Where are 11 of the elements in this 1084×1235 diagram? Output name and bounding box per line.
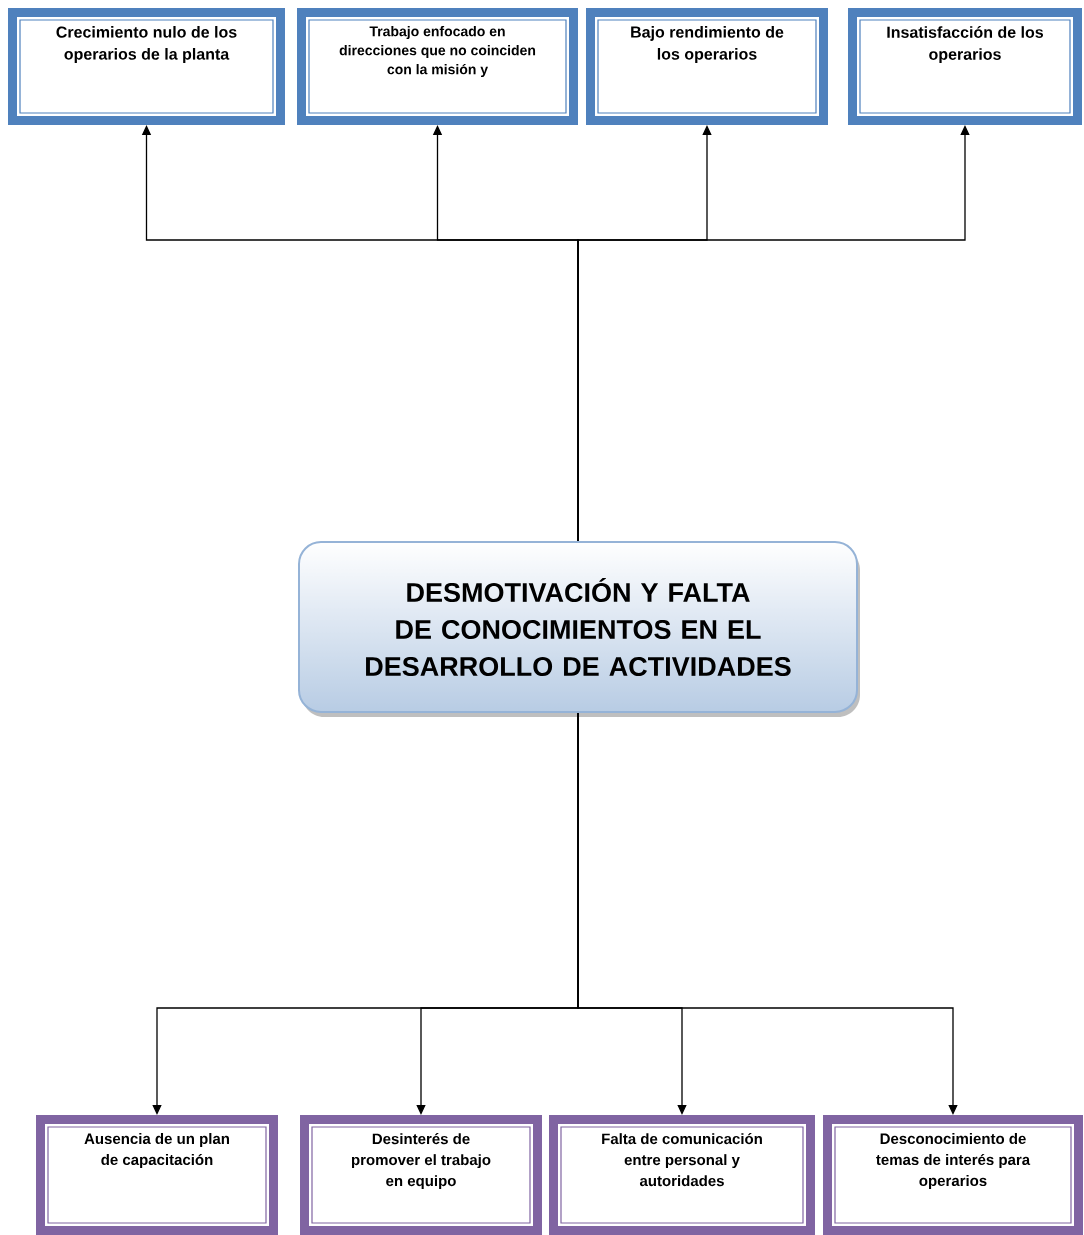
arrow — [577, 712, 958, 1115]
arrow — [577, 125, 970, 542]
effect-box: Bajo rendimiento de los operarios — [586, 8, 828, 125]
cause-box: Falta de comunicación entre personal y autoridades — [549, 1115, 815, 1235]
effect-box: Crecimiento nulo de los operarios de la planta — [8, 8, 285, 125]
effect-box: Trabajo enfocado en direcciones que no coinciden con la misión y — [297, 8, 578, 125]
cause-box: Ausencia de un plan de capacitación — [36, 1115, 278, 1235]
cause-box: Desconocimiento de temas de interés para operarios — [823, 1115, 1083, 1235]
effect-box: Insatisfacción de los operarios — [848, 8, 1082, 125]
problem-box: DESMOTIVACIÓN Y FALTA DE CONOCIMIENTOS EN EL DESARROLLO DE ACTIVIDADES — [298, 541, 860, 717]
cause-box: Desinterés de promover el trabajo en equipo — [300, 1115, 542, 1235]
